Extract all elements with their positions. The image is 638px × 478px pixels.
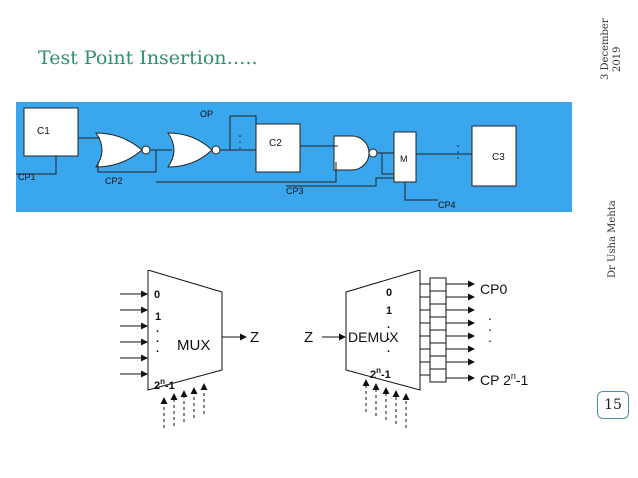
block-c1 [23, 107, 79, 157]
svg-text:.: . [156, 333, 159, 345]
label-c2: C2 [269, 138, 282, 149]
nor-bubble-1 [141, 145, 151, 155]
mux-output-z: Z [250, 329, 259, 346]
svg-text:.: . [156, 323, 159, 335]
date-line2: 2019 [612, 47, 623, 72]
label-cp1: CP1 [18, 172, 36, 182]
svg-text:.: . [156, 343, 159, 355]
label-cp4: CP4 [438, 200, 456, 210]
block-c3 [471, 125, 517, 187]
svg-text:.: . [488, 307, 492, 323]
block-c2 [255, 123, 301, 173]
slide-title: Test Point Insertion….. [38, 47, 258, 69]
wire-cp3 [286, 177, 394, 187]
svg-text:.: . [387, 343, 390, 355]
author-text-svg: Dr Usha Mehta [607, 200, 618, 278]
wire-cp2 [156, 162, 337, 183]
label-cp2: CP2 [105, 176, 123, 186]
demux-output-1: 1 [386, 305, 392, 317]
cp-last-label: CP 2n-1 [480, 371, 529, 388]
mux-demux-svg: 0 1 . . . 2n-1 MUX Z Z DEMUX 0 1 . . . 2… [120, 269, 529, 428]
mux-input-0: 0 [154, 289, 160, 301]
wire-cp1 [16, 156, 57, 175]
mux-input-last: 2n-1 [154, 377, 175, 392]
nor-gate-2 [167, 132, 213, 168]
wire-nand-branch [381, 153, 394, 175]
label-m: M [400, 154, 408, 164]
svg-text:.: . [488, 318, 492, 334]
demux-output-0: 0 [386, 287, 392, 299]
wire-cp4 [404, 182, 438, 201]
label-c1: C1 [37, 126, 50, 137]
nand-bubble [368, 148, 378, 158]
nor-bubble-2 [211, 145, 221, 155]
date-line1: 3 December [600, 18, 611, 80]
mux-input-1: 1 [155, 311, 161, 323]
mux-demux-diagram: 0 1 . . . 2n-1 MUX Z Z DEMUX 0 1 . . . 2… [118, 269, 552, 435]
demux-body [345, 269, 421, 391]
date-footer: 3 December 2019 [598, 4, 624, 82]
date-text-svg: 3 December 2019 [600, 18, 623, 80]
author-footer: Dr Usha Mehta [600, 190, 624, 280]
wire-op [229, 115, 257, 150]
svg-text:.: . [387, 331, 390, 343]
demux-input-z: Z [304, 329, 313, 346]
demux-label: DEMUX [348, 329, 399, 345]
author-name: Dr Usha Mehta [607, 200, 618, 278]
cp-first-label: CP0 [480, 281, 507, 297]
circuit-svg: C1 C2 C3 M OP CP1 CP2 CP3 CP4 [16, 102, 572, 212]
svg-text:.: . [488, 329, 492, 345]
mux-body [147, 269, 223, 391]
nor-gate-1 [95, 132, 143, 168]
label-op: OP [200, 109, 213, 119]
label-cp3: CP3 [286, 186, 304, 196]
nand-gate [333, 135, 370, 171]
wire-nor1-branch [97, 150, 157, 173]
test-point-circuit: C1 C2 C3 M OP CP1 CP2 CP3 CP4 [16, 102, 572, 212]
svg-text:.: . [387, 319, 390, 331]
label-c3: C3 [492, 152, 505, 163]
slide-number: 15 [597, 391, 629, 419]
demux-output-last: 2n-1 [370, 366, 391, 381]
mux-label: MUX [177, 337, 210, 354]
